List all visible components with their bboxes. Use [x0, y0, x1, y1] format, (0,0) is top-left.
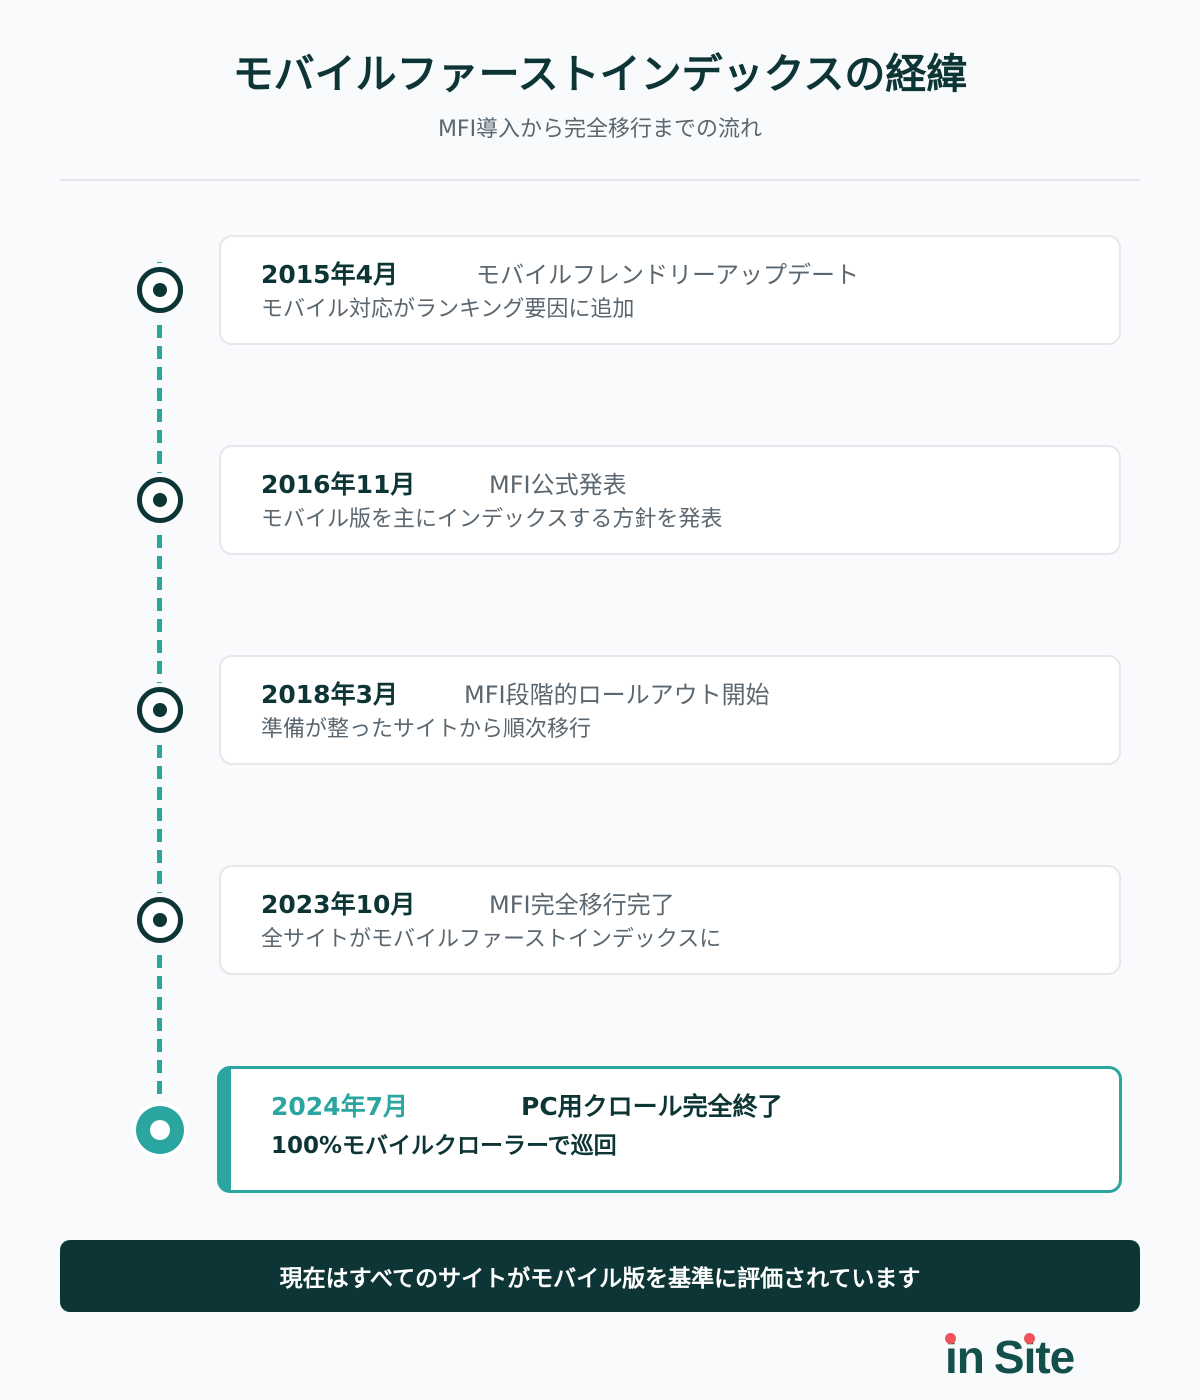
timeline-event-title: PC用クロール完全終了	[521, 1092, 783, 1121]
logo-dot-icon	[1023, 1333, 1035, 1344]
logo-part-in: in	[945, 1330, 985, 1384]
timeline-event-title: MFI段階的ロールアウト開始	[464, 681, 770, 709]
timeline-description: モバイル対応がランキング要因に追加	[261, 297, 635, 322]
timeline-date: 2018年3月	[261, 680, 398, 709]
node-dot-icon	[153, 493, 167, 507]
timeline-description: 100%モバイルクローラーで巡回	[271, 1133, 617, 1159]
node-dot-icon	[153, 283, 167, 297]
header-divider	[60, 179, 1140, 181]
timeline-dashed-line	[157, 262, 162, 1107]
timeline-date: 2024年7月	[271, 1092, 408, 1121]
page-subtitle: MFI導入から完全移行までの流れ	[437, 117, 763, 142]
timeline-current-node-icon	[136, 1106, 184, 1154]
timeline-description: 全サイトがモバイルファーストインデックスに	[261, 927, 722, 952]
timeline-card-current: 2024年7月 PC用クロール完全終了 100%モバイルクローラーで巡回	[217, 1066, 1122, 1193]
timeline-node-icon	[137, 477, 183, 523]
timeline-card: 2016年11月 MFI公式発表 モバイル版を主にインデックスする方針を発表	[219, 445, 1121, 555]
node-hole-icon	[150, 1120, 170, 1140]
timeline-card: 2018年3月 MFI段階的ロールアウト開始 準備が整ったサイトから順次移行	[219, 655, 1121, 765]
timeline-node-icon	[137, 897, 183, 943]
brand-logo: in Site	[945, 1331, 1075, 1384]
logo-part-site: Site	[994, 1330, 1075, 1384]
timeline-date: 2015年4月	[261, 260, 398, 289]
logo-dot-icon	[945, 1333, 956, 1344]
timeline-date: 2023年10月	[261, 890, 416, 919]
timeline-event-title: モバイルフレンドリーアップデート	[476, 261, 860, 289]
timeline-date: 2016年11月	[261, 470, 416, 499]
summary-banner-text: 現在はすべてのサイトがモバイル版を基準に評価されています	[279, 1266, 921, 1292]
timeline-node-icon	[137, 267, 183, 313]
node-dot-icon	[153, 913, 167, 927]
page-title: モバイルファーストインデックスの経緯	[232, 50, 968, 98]
node-dot-icon	[153, 703, 167, 717]
timeline-description: モバイル版を主にインデックスする方針を発表	[261, 507, 723, 532]
timeline-event-title: MFI完全移行完了	[489, 891, 675, 919]
timeline-card: 2015年4月 モバイルフレンドリーアップデート モバイル対応がランキング要因に…	[219, 235, 1121, 345]
timeline-description: 準備が整ったサイトから順次移行	[261, 717, 592, 742]
summary-banner: 現在はすべてのサイトがモバイル版を基準に評価されています	[60, 1240, 1140, 1312]
timeline-node-icon	[137, 687, 183, 733]
timeline-card: 2023年10月 MFI完全移行完了 全サイトがモバイルファーストインデックスに	[219, 865, 1121, 975]
timeline-event-title: MFI公式発表	[489, 471, 627, 499]
